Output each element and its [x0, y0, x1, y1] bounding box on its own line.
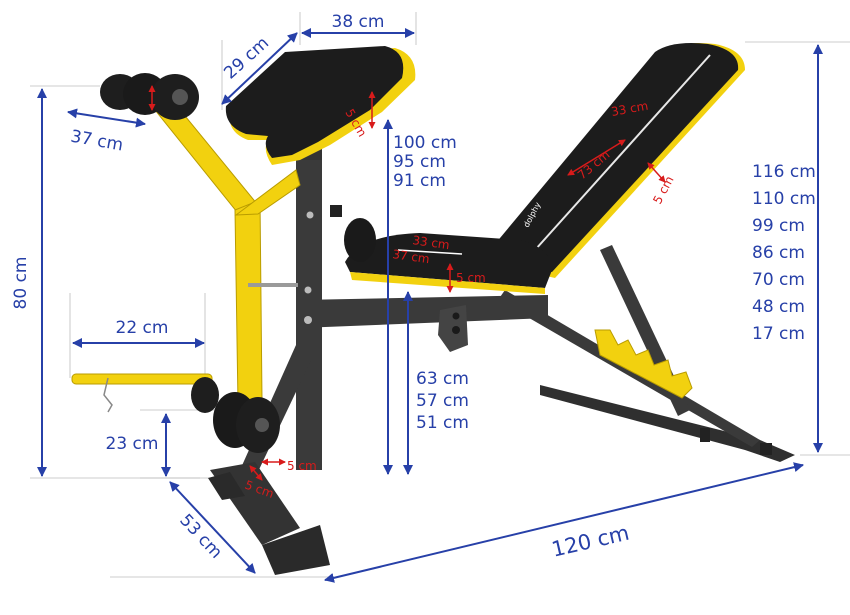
top-leg-rollers — [100, 73, 199, 120]
seat-height-3: 51 cm — [416, 413, 469, 433]
label-front-base-width: 53 cm — [175, 510, 226, 562]
label-total-length: 120 cm — [549, 521, 631, 562]
backrest-height-1: 116 cm — [752, 162, 816, 182]
backrest-height-3: 99 cm — [752, 216, 805, 236]
label-seat-width: 37 cm — [392, 247, 431, 266]
backrest-height-4: 86 cm — [752, 243, 805, 263]
label-arm-pad-width: 38 cm — [332, 12, 385, 32]
backrest-thickness-arrow — [647, 162, 666, 183]
backrest-height-5: 70 cm — [752, 270, 805, 290]
backrest-heights: 116 cm 110 cm 99 cm 86 cm 70 cm 48 cm 17… — [752, 162, 816, 344]
bottom-foot-rollers — [191, 377, 280, 453]
backrest-height-7: 17 cm — [752, 324, 805, 344]
backrest-length-arrow — [567, 139, 626, 176]
seat-height-1: 63 cm — [416, 369, 469, 389]
front-base-width-arrow — [169, 481, 256, 574]
red-dimension-lines — [148, 85, 666, 481]
label-backrest-thickness: 5 cm — [650, 174, 676, 207]
label-total-height: 80 cm — [11, 257, 31, 310]
label-leg-bar-length: 22 cm — [116, 318, 169, 338]
label-backrest-width: 33 cm — [610, 99, 649, 119]
label-seat-thickness: 5 cm — [456, 271, 486, 285]
bench-illustration — [71, 43, 795, 575]
seat-heights: 63 cm 57 cm 51 cm — [416, 369, 469, 433]
dimension-lines — [37, 28, 823, 583]
roller-width-arrow — [67, 108, 146, 128]
front-tube-b-arrow — [249, 465, 263, 481]
arm-pad-depth-arrow — [221, 32, 298, 105]
label-seat-length: 33 cm — [412, 233, 451, 252]
arm-pad-height-1: 100 cm — [393, 133, 457, 153]
backrest-height-2: 110 cm — [752, 189, 816, 209]
total-length-arrow — [324, 462, 804, 583]
seat-height-2: 57 cm — [416, 391, 469, 411]
label-front-tube-a: 5 cm — [287, 459, 317, 473]
extension-lines — [30, 12, 850, 578]
label-roller-width: 37 cm — [69, 127, 125, 156]
arm-pad-height-2: 95 cm — [393, 152, 446, 172]
arm-pad-heights: 100 cm 95 cm 91 cm — [393, 133, 457, 191]
arm-pad-height-3: 91 cm — [393, 171, 446, 191]
backrest-height-6: 48 cm — [752, 297, 805, 317]
label-foot-roller-height: 23 cm — [106, 434, 159, 454]
